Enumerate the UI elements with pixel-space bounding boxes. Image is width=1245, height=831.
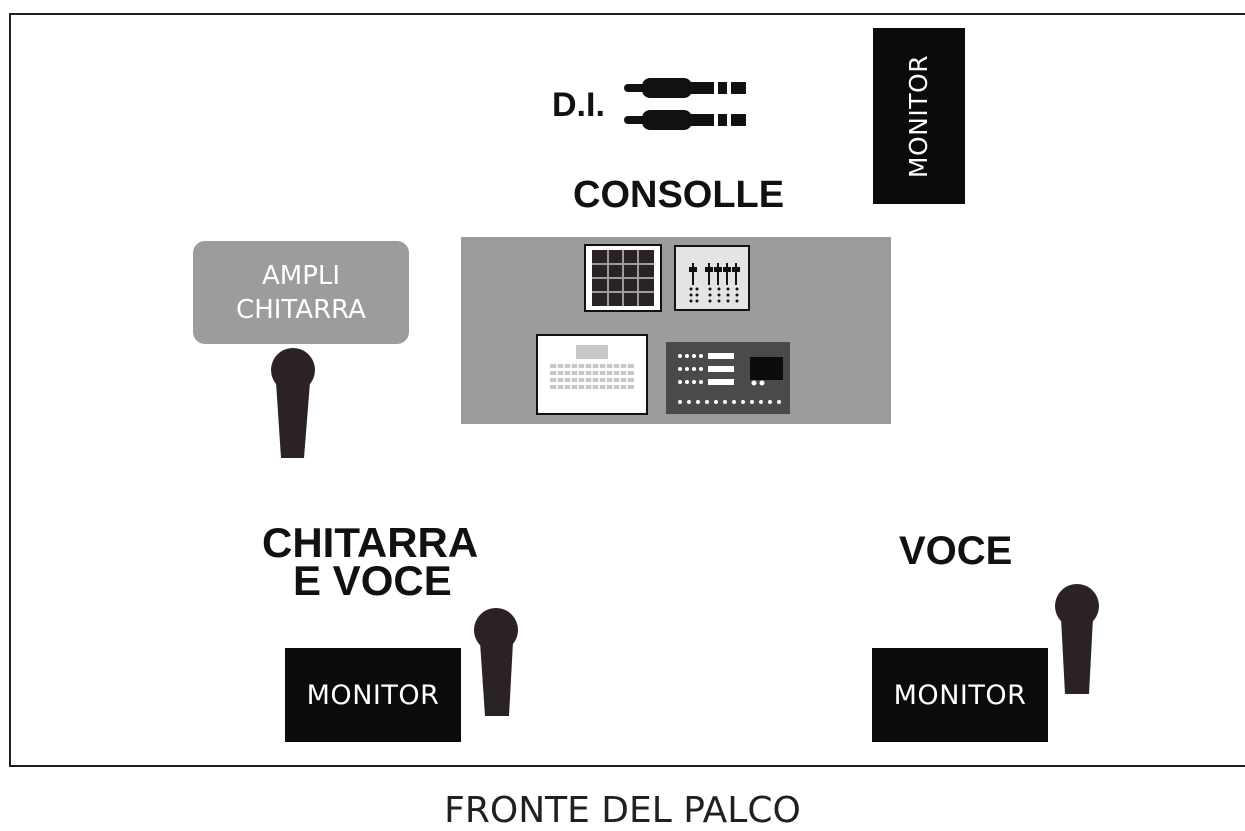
voce-label: VOCE (899, 529, 1013, 573)
stage-area (9, 13, 1245, 767)
chitarra-voce-line2: E VOCE (293, 557, 452, 604)
di-cable-icon (624, 78, 746, 130)
chitarra-voce-microphone-icon (474, 608, 518, 716)
di-label: D.I. (552, 86, 605, 124)
chitarra-voce-label: CHITARRA E VOCE (262, 519, 479, 604)
ampli-label-line2: CHITARRA (236, 294, 366, 325)
chitarra-voce-line1: CHITARRA (262, 519, 479, 566)
monitor-bottom-left: MONITOR (285, 648, 461, 742)
consolle-equipment-icon (536, 244, 790, 415)
monitor-bottom-right-label: MONITOR (893, 679, 1027, 711)
voce-microphone-icon (1055, 584, 1099, 694)
ampli-chitarra-box: AMPLI CHITARRA (193, 241, 409, 344)
monitor-top-right: MONITOR (873, 28, 965, 204)
fronte-del-palco-label: FRONTE DEL PALCO (444, 790, 801, 831)
monitor-top-right-label: MONITOR (904, 54, 934, 178)
ampli-label-line1: AMPLI (261, 260, 341, 291)
consolle-label: CONSOLLE (573, 174, 785, 216)
monitor-bottom-left-label: MONITOR (306, 679, 440, 711)
amp-microphone-icon (271, 348, 315, 458)
monitor-bottom-right: MONITOR (872, 648, 1048, 742)
